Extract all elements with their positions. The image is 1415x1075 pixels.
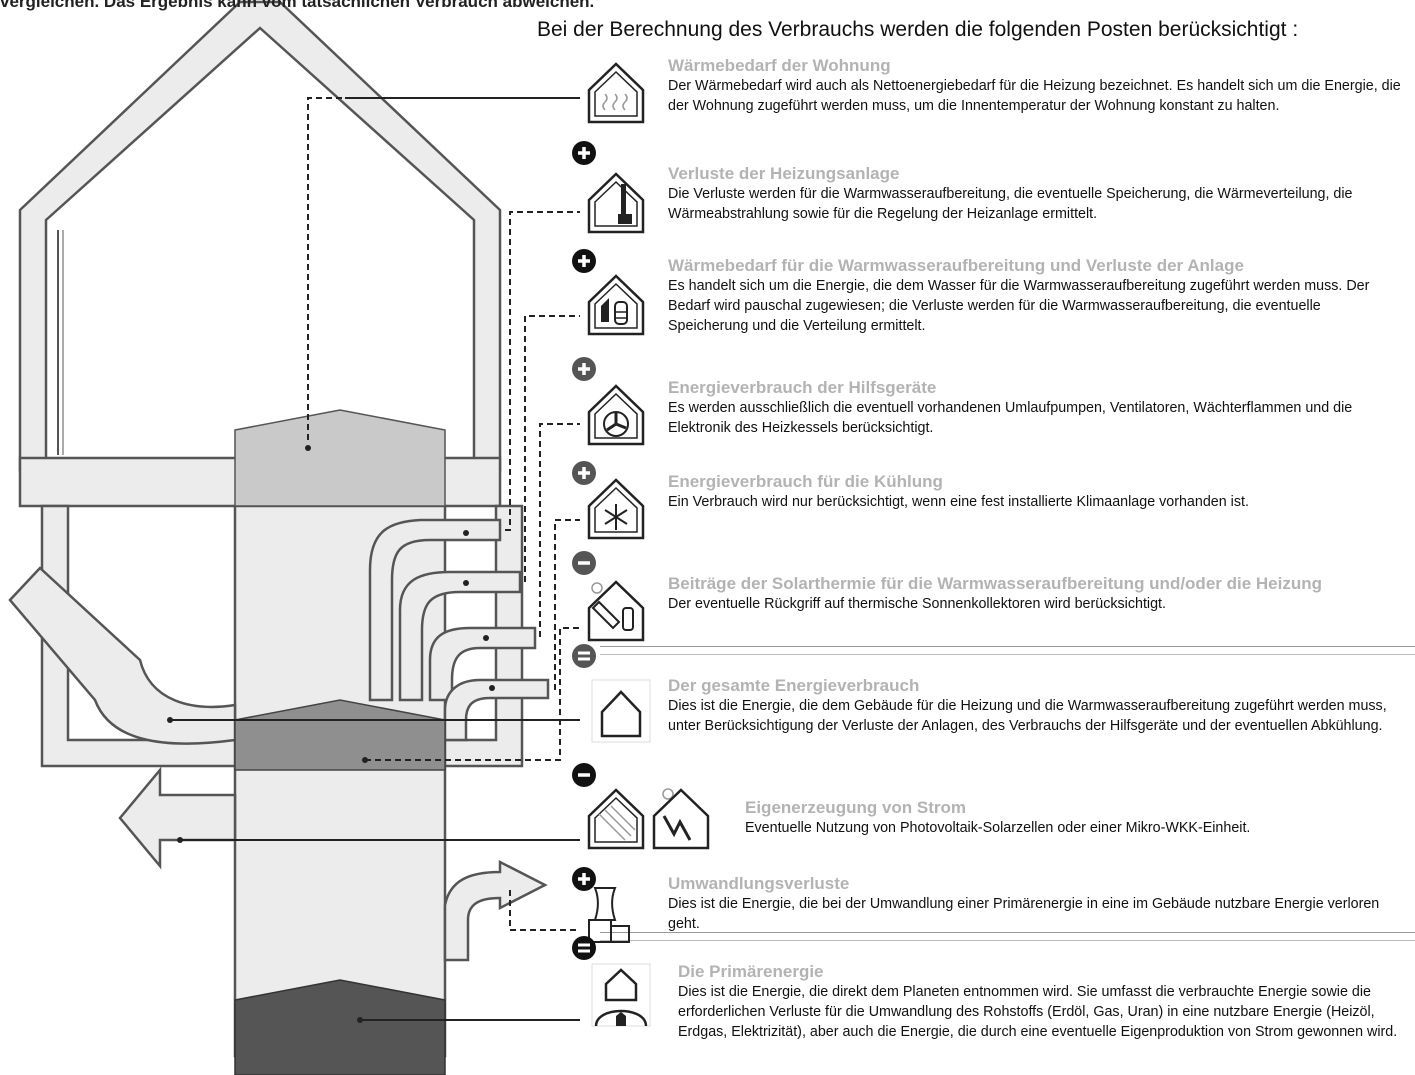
item-primary-energy: Die Primärenergie Dies ist die Energie, …: [678, 962, 1403, 1042]
primary-energy-box: [234, 979, 446, 1075]
separator-line: [600, 940, 1415, 941]
top-cut-text: vergleichen. Das Ergebnis kann vom tatsä…: [0, 0, 595, 11]
item-description: Es handelt sich um die Energie, die dem …: [668, 278, 1370, 334]
bottom-right-pipe: [443, 859, 548, 962]
separator-line: [600, 654, 1415, 655]
separator-line: [600, 646, 1415, 647]
item-description: Es werden ausschließlich die eventuell v…: [668, 400, 1353, 436]
house-outline-icon: [591, 679, 651, 743]
total-energy-box: [234, 699, 446, 771]
item-heat-demand: Wärmebedarf der Wohnung Der Wärmebedarf …: [668, 56, 1403, 116]
connector-2: [505, 211, 580, 531]
plus-icon: [572, 357, 596, 381]
item-description: Der eventuelle Rückgriff auf thermische …: [668, 596, 1166, 612]
plus-icon: [572, 249, 596, 273]
item-solar-thermal: Beiträge der Solarthermie für die Warmwa…: [668, 574, 1403, 614]
heating-system-icon: [587, 172, 645, 234]
section-header: Bei der Berechnung des Verbrauchs werden…: [537, 18, 1299, 41]
item-title: Der gesamte Energieverbrauch: [668, 676, 920, 695]
planet-icon: [591, 963, 651, 1027]
plus-icon: [572, 867, 596, 891]
right-pipe-4: [443, 678, 550, 742]
item-title: Energieverbrauch der Hilfsgeräte: [668, 378, 937, 397]
right-pipe-1: [368, 518, 502, 702]
item-description: Dies ist die Energie, die bei der Umwand…: [668, 896, 1380, 932]
item-title: Eigenerzeugung von Strom: [745, 798, 967, 817]
separator-line: [600, 932, 1415, 933]
item-title: Umwandlungsverluste: [668, 874, 850, 893]
connector-6: [559, 627, 580, 745]
item-description: Dies ist die Energie, die dem Gebäude fü…: [668, 698, 1387, 734]
item-title: Wärmebedarf für die Warmwasseraufbereitu…: [668, 256, 1244, 275]
plus-icon: [572, 141, 596, 165]
snowflake-icon: [587, 478, 645, 540]
item-title: Wärmebedarf der Wohnung: [668, 56, 891, 75]
item-title: Energieverbrauch für die Kühlung: [668, 472, 943, 491]
connector-8: [365, 720, 561, 761]
connector-5: [554, 519, 580, 690]
minus-icon: [572, 551, 596, 575]
connector-4: [539, 423, 580, 637]
equals-icon: [572, 936, 596, 960]
solar-thermal-icon: [587, 580, 645, 642]
item-description: Die Verluste werden für die Warmwasserau…: [668, 186, 1353, 222]
item-auxiliary: Energieverbrauch der Hilfsgeräte Es werd…: [668, 378, 1403, 438]
item-title: Verluste der Heizungsanlage: [668, 164, 900, 183]
fan-icon: [587, 384, 645, 446]
item-title: Beiträge der Solarthermie für die Warmwa…: [668, 574, 1323, 593]
item-conversion-losses: Umwandlungsverluste Dies ist die Energie…: [668, 874, 1403, 934]
item-self-generation: Eigenerzeugung von Strom Eventuelle Nutz…: [745, 798, 1405, 838]
item-description: Ein Verbrauch wird nur berücksichtigt, w…: [668, 494, 1249, 510]
item-title: Die Primärenergie: [678, 962, 824, 981]
micro-chp-icon: [652, 788, 710, 850]
hot-water-icon: [587, 274, 645, 336]
lower-house-walls: [40, 504, 524, 768]
photovoltaic-icon: [587, 788, 645, 850]
item-heating-losses: Verluste der Heizungsanlage Die Verluste…: [668, 164, 1403, 224]
power-plant-icon: [588, 887, 630, 943]
equals-icon: [572, 644, 596, 668]
item-hot-water: Wärmebedarf für die Warmwasseraufbereitu…: [668, 256, 1403, 336]
item-description: Eventuelle Nutzung von Photovoltaik-Sola…: [745, 820, 1251, 836]
house-roof-band: [18, 0, 502, 472]
house-heat-icon: [587, 62, 645, 124]
item-description: Dies ist die Energie, die direkt dem Pla…: [678, 984, 1398, 1040]
item-total-energy: Der gesamte Energieverbrauch Dies ist di…: [668, 676, 1403, 736]
item-description: Der Wärmebedarf wird auch als Nettoenerg…: [668, 78, 1401, 114]
right-pipe-2: [398, 570, 522, 702]
net-heat-box: [234, 409, 446, 507]
minus-icon: [572, 763, 596, 787]
right-pipe-3: [428, 626, 537, 702]
connector-10: [509, 890, 580, 931]
connector-3: [524, 315, 580, 582]
connector-1: [307, 97, 345, 440]
item-cooling: Energieverbrauch für die Kühlung Ein Ver…: [668, 472, 1403, 512]
left-return-arrow: [118, 766, 237, 870]
plus-icon: [572, 461, 596, 485]
